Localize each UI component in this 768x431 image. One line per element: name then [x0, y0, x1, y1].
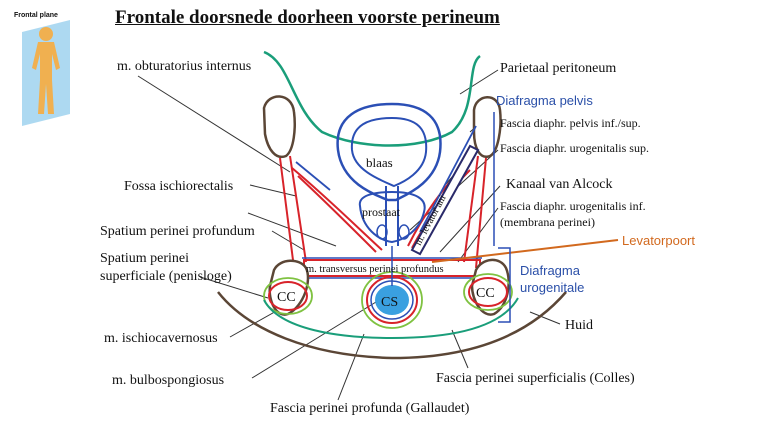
corpus-cavernosum-left [263, 277, 313, 315]
label-spatium-superficiale-2: superficiale (penisloge) [100, 269, 232, 284]
label-fascia-superficialis: Fascia perinei superficialis (Colles) [436, 371, 635, 386]
label-fascia-uro-inf-1: Fascia diaphr. urogenitalis inf. [500, 199, 646, 213]
fascia-diaphr-pelvis [295, 125, 477, 233]
label-transversus: m. transversus perinei profundus [306, 264, 444, 275]
diafragma-uro-bracket [498, 247, 511, 323]
label-obturatorius: m. obturatorius internus [117, 59, 252, 74]
ischium-left [262, 95, 296, 159]
label-fascia-profunda: Fascia perinei profunda (Gallaudet) [270, 401, 470, 416]
levatorpoort-line [431, 239, 619, 263]
label-fascia-uro-sup: Fascia diaphr. urogenitalis sup. [500, 141, 649, 155]
bladder-outer [336, 102, 442, 202]
corpus-spongiosum [361, 246, 423, 329]
prostate-glands [376, 224, 410, 240]
label-blaas: blaas [366, 155, 393, 170]
label-spatium-superficiale-1: Spatium perinei [100, 251, 190, 266]
parietal-peritoneum [263, 50, 481, 147]
label-prostaat: prostaat [362, 205, 401, 219]
label-cs: CS [381, 295, 398, 310]
obturatorius-internus [279, 155, 487, 269]
label-diafragma-pelvis: Diafragma pelvis [496, 93, 593, 108]
label-huid: Huid [565, 318, 593, 333]
label-cc-left: CC [277, 290, 296, 305]
body-figure-icon [22, 20, 70, 126]
label-levator-ani: m. levator ani [413, 193, 449, 247]
frontal-plane-thumbnail [8, 10, 80, 128]
bladder-inner [350, 116, 428, 188]
page-title: Frontale doorsnede doorheen voorste peri… [115, 7, 500, 28]
label-diafragma-uro-2: urogenitale [520, 280, 585, 295]
corpus-cavernosum-right [463, 273, 513, 311]
fascia-perinei-profunda [263, 297, 519, 340]
label-diafragma-uro-1: Diafragma [520, 263, 580, 278]
label-bulbospongiosus: m. bulbospongiosus [112, 373, 225, 388]
thumbnail-caption: Frontal plane [14, 12, 58, 19]
label-levatorpoort: Levatorpoort [622, 233, 695, 248]
label-cc-right: CC [476, 286, 495, 301]
label-kanaal-alcock: Kanaal van Alcock [506, 177, 613, 192]
skin-huid [217, 291, 567, 360]
label-fascia-pelvis: Fascia diaphr. pelvis inf./sup. [500, 116, 641, 130]
levator-ani-band [410, 144, 480, 256]
label-ischiocavernosus: m. ischiocavernosus [104, 331, 218, 346]
label-parietaal-peritoneum: Parietaal peritoneum [500, 61, 617, 76]
label-spatium-profundum: Spatium perinei profundum [100, 224, 255, 239]
label-fascia-uro-inf-2: (membrana perinei) [500, 215, 595, 229]
label-fossa: Fossa ischiorectalis [124, 179, 234, 194]
